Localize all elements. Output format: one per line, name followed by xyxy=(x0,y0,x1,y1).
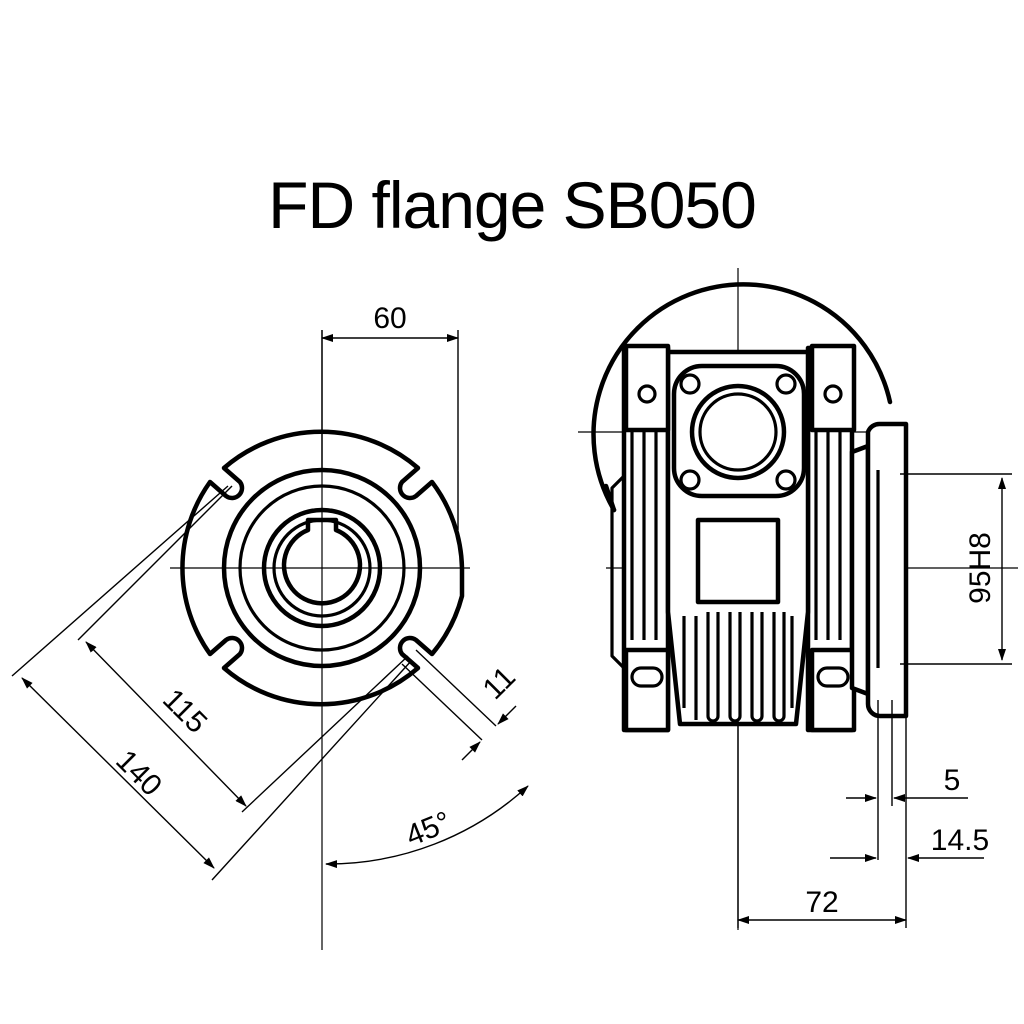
dim-115-label: 115 xyxy=(156,683,213,740)
flange-outline xyxy=(180,429,465,707)
dim-14-5-label: 14.5 xyxy=(931,824,989,857)
dim-60-label: 60 xyxy=(373,302,406,335)
dim-11-label: 11 xyxy=(477,661,522,706)
hub-ring xyxy=(261,507,383,629)
shaft-bore xyxy=(281,517,363,606)
gearbox-dimensions: 95H8 5 14.5 72 xyxy=(737,473,1012,928)
gearbox-side-view xyxy=(578,268,1018,930)
dim-72-label: 72 xyxy=(805,886,838,919)
dim-5-label: 5 xyxy=(944,764,961,797)
flange-front-view xyxy=(170,330,470,950)
dim-95h8-label: 95H8 xyxy=(964,532,997,604)
drawing-title: FD flange SB050 xyxy=(268,168,756,242)
gearbox-body xyxy=(665,349,811,727)
dim-45-label: 45° xyxy=(401,805,455,853)
output-flange xyxy=(849,443,871,697)
dim-140-label: 140 xyxy=(109,744,168,803)
cooling-fins xyxy=(682,612,794,723)
worm-wheel-housing xyxy=(591,282,893,513)
name-plate xyxy=(695,517,781,605)
